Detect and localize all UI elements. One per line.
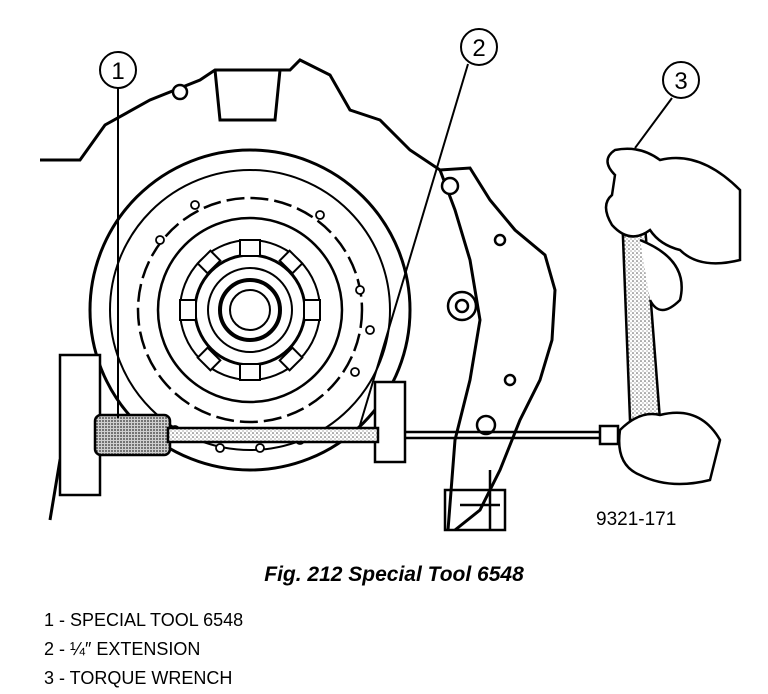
callout-1-circle — [99, 51, 137, 89]
callout-leaders — [117, 63, 673, 426]
legend-item: 2 - ¼″ EXTENSION — [44, 639, 201, 659]
callout-2: 2 — [460, 28, 498, 66]
callout-3-circle — [662, 61, 700, 99]
callout-3-number: 3 — [674, 68, 687, 95]
legend-item: 1 - SPECIAL TOOL 6548 — [44, 610, 244, 630]
callout-1-number: 1 — [111, 58, 124, 85]
callout-2-circle — [460, 28, 498, 66]
legend-item: 3 - TORQUE WRENCH — [44, 668, 233, 688]
legend-list: 1 - SPECIAL TOOL 6548 2 - ¼″ EXTENSION 3… — [44, 606, 243, 693]
figure-id-label: 9321-171 — [596, 509, 677, 530]
callout-2-number: 2 — [472, 35, 485, 62]
technical-illustration: 1 2 3 — [40, 28, 742, 532]
extension-bar — [166, 426, 380, 444]
hand — [604, 147, 742, 486]
callout-1: 1 — [99, 51, 137, 89]
hub-splines — [179, 239, 321, 381]
wrench-shaft — [405, 424, 620, 446]
special-tool-6548 — [58, 353, 407, 497]
housing-bolt-bosses — [171, 83, 517, 436]
callout-3: 3 — [662, 61, 700, 99]
lower-bracket — [443, 470, 507, 532]
figure-caption: Fig. 212 Special Tool 6548 — [264, 563, 524, 586]
